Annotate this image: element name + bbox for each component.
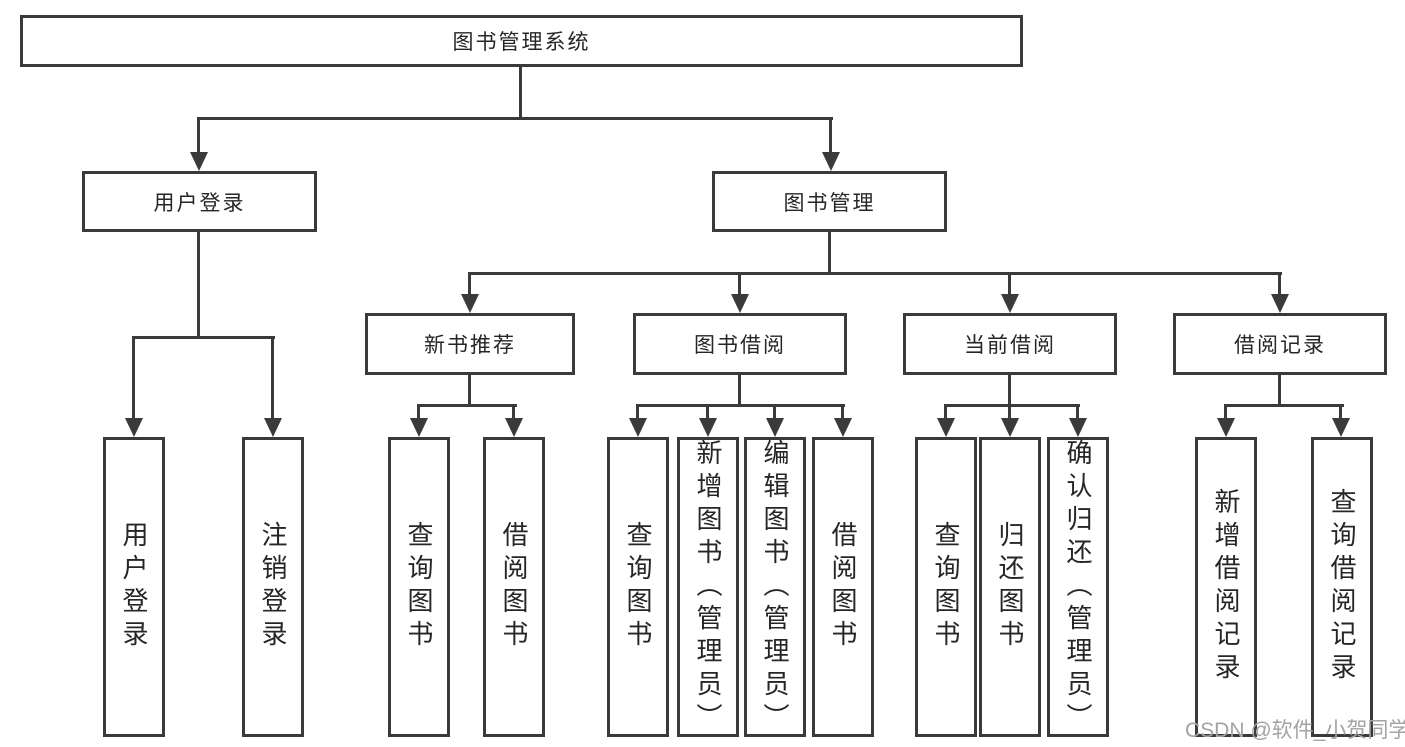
node-root: 图书管理系统	[20, 15, 1023, 67]
leaf-edit-book-admin-label: 编辑图书（管理员）	[760, 438, 790, 736]
node-borrow-records: 借阅记录	[1173, 313, 1387, 375]
node-user-login: 用户登录	[82, 171, 317, 232]
connector-vline	[512, 404, 515, 420]
connector-hline	[468, 272, 1282, 275]
leaf-add-book-admin: 新增图书（管理员）	[677, 437, 739, 737]
connector-hline	[132, 336, 275, 339]
node-book-borrow-label: 图书借阅	[694, 334, 786, 357]
connector-vline	[519, 65, 522, 119]
node-new-book-recommend: 新书推荐	[365, 313, 575, 375]
connector-vline	[706, 404, 709, 420]
arrow-down-icon	[1001, 294, 1019, 313]
leaf-borrow-book-2: 借阅图书	[812, 437, 874, 737]
connector-hline	[417, 404, 517, 407]
arrow-down-icon	[822, 152, 840, 171]
leaf-query-book-1: 查询图书	[388, 437, 450, 737]
arrow-down-icon	[1001, 418, 1019, 437]
leaf-borrow-book-1: 借阅图书	[483, 437, 545, 737]
connector-vline	[636, 404, 639, 420]
node-current-borrow: 当前借阅	[903, 313, 1117, 375]
node-book-management: 图书管理	[712, 171, 947, 232]
leaf-confirm-return-admin-label: 确认归还（管理员）	[1063, 438, 1093, 736]
connector-vline	[468, 272, 471, 297]
leaf-query-book-2-label: 查询图书	[623, 521, 653, 653]
leaf-query-book-1-label: 查询图书	[404, 521, 434, 653]
arrow-down-icon	[1217, 418, 1235, 437]
connector-vline	[1008, 375, 1011, 407]
arrow-down-icon	[125, 418, 143, 437]
leaf-query-borrow-record-label: 查询借阅记录	[1327, 488, 1357, 686]
node-borrow-records-label: 借阅记录	[1234, 334, 1326, 357]
connector-vline	[197, 232, 200, 339]
arrow-down-icon	[264, 418, 282, 437]
arrow-down-icon	[190, 152, 208, 171]
leaf-query-book-2: 查询图书	[607, 437, 669, 737]
connector-hline	[636, 404, 845, 407]
connector-vline	[828, 232, 831, 275]
arrow-down-icon	[766, 418, 784, 437]
leaf-query-book-3-label: 查询图书	[931, 521, 961, 653]
leaf-logout-label: 注销登录	[258, 521, 288, 653]
csdn-watermark: CSDN @软件_小贺同学	[1185, 719, 1405, 742]
connector-vline	[829, 117, 832, 155]
leaf-query-borrow-record: 查询借阅记录	[1311, 437, 1373, 737]
node-book-management-label: 图书管理	[783, 191, 876, 215]
leaf-logout: 注销登录	[242, 437, 304, 737]
connector-hline	[944, 404, 1080, 407]
arrow-down-icon	[834, 418, 852, 437]
arrow-down-icon	[505, 418, 523, 437]
connector-hline	[197, 117, 833, 120]
node-root-label: 图书管理系统	[452, 31, 591, 54]
node-book-borrow: 图书借阅	[633, 313, 847, 375]
connector-vline	[132, 336, 135, 420]
connector-vline	[417, 404, 420, 420]
connector-vline	[468, 375, 471, 407]
connector-vline	[1339, 404, 1342, 420]
connector-hline	[1224, 404, 1344, 407]
connector-vline	[197, 117, 200, 155]
leaf-user-login: 用户登录	[103, 437, 165, 737]
leaf-confirm-return-admin: 确认归还（管理员）	[1047, 437, 1109, 737]
connector-vline	[738, 375, 741, 407]
arrow-down-icon	[461, 294, 479, 313]
leaf-return-book-label: 归还图书	[995, 521, 1025, 653]
arrow-down-icon	[731, 294, 749, 313]
leaf-edit-book-admin: 编辑图书（管理员）	[744, 437, 806, 737]
connector-vline	[1224, 404, 1227, 420]
node-current-borrow-label: 当前借阅	[964, 334, 1056, 357]
connector-vline	[1278, 375, 1281, 407]
leaf-user-login-label: 用户登录	[119, 521, 149, 653]
leaf-add-borrow-record: 新增借阅记录	[1195, 437, 1257, 737]
leaf-add-book-admin-label: 新增图书（管理员）	[693, 438, 723, 736]
connector-vline	[773, 404, 776, 420]
arrow-down-icon	[1069, 418, 1087, 437]
node-new-book-recommend-label: 新书推荐	[424, 334, 516, 357]
node-user-login-label: 用户登录	[153, 191, 246, 215]
leaf-borrow-book-2-label: 借阅图书	[828, 521, 858, 653]
connector-vline	[944, 404, 947, 420]
connector-vline	[1008, 404, 1011, 420]
arrow-down-icon	[937, 418, 955, 437]
connector-vline	[1076, 404, 1079, 420]
connector-vline	[841, 404, 844, 420]
arrow-down-icon	[699, 418, 717, 437]
leaf-return-book: 归还图书	[979, 437, 1041, 737]
arrow-down-icon	[1332, 418, 1350, 437]
leaf-borrow-book-1-label: 借阅图书	[499, 521, 529, 653]
arrow-down-icon	[1271, 294, 1289, 313]
connector-vline	[738, 272, 741, 297]
leaf-query-book-3: 查询图书	[915, 437, 977, 737]
connector-vline	[1278, 272, 1281, 297]
connector-vline	[271, 336, 274, 420]
arrow-down-icon	[410, 418, 428, 437]
leaf-add-borrow-record-label: 新增借阅记录	[1211, 488, 1241, 686]
arrow-down-icon	[629, 418, 647, 437]
connector-vline	[1008, 272, 1011, 297]
